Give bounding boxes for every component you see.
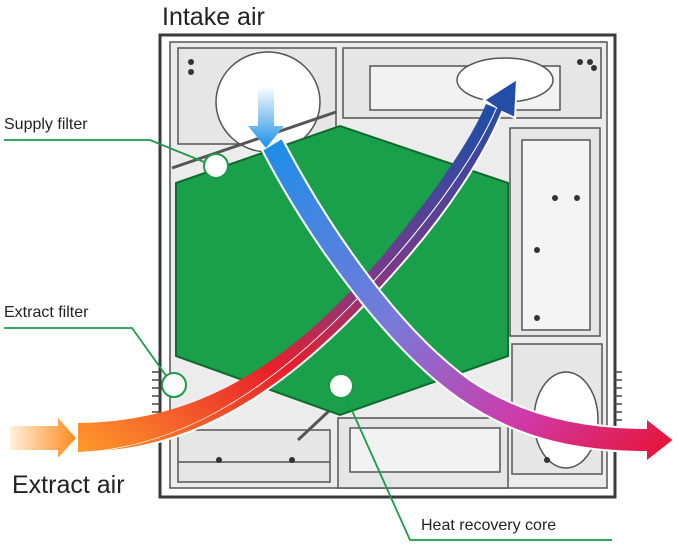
intake-air-label: Intake air bbox=[162, 3, 265, 31]
extract-filter-callout bbox=[4, 327, 187, 398]
heat-recovery-core-label: Heat recovery core bbox=[421, 517, 557, 534]
supply-filter-callout bbox=[4, 139, 229, 179]
left-side-vents bbox=[152, 371, 160, 413]
extract-air-label: Extract air bbox=[12, 471, 125, 499]
supply-filter-marker bbox=[203, 153, 229, 179]
intake-downflow-arrow bbox=[248, 86, 284, 148]
intake-airflow-arrow bbox=[260, 136, 676, 465]
extract-airflow-arrow bbox=[75, 77, 519, 454]
extract-filter-label: Extract filter bbox=[4, 304, 89, 321]
heat-recovery-core-marker bbox=[328, 373, 354, 399]
supply-filter-label: Supply filter bbox=[4, 116, 88, 133]
screws bbox=[188, 59, 597, 463]
extract-inflow-arrow bbox=[10, 418, 76, 458]
extract-filter-marker bbox=[161, 372, 187, 398]
heat-recovery-core-callout bbox=[328, 373, 612, 541]
